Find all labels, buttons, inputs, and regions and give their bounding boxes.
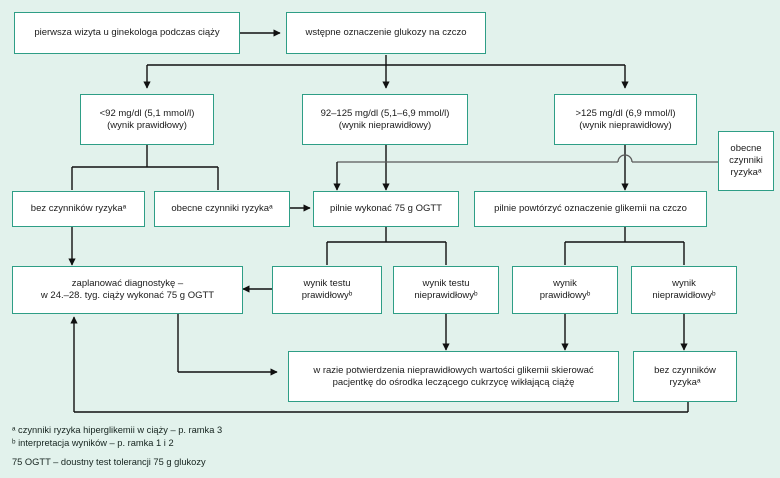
node-refer-patient-line1: w razie potwierdzenia nieprawidłowych wa…: [313, 364, 594, 376]
node-risk-present-side[interactable]: obecne czynniki ryzykaᵃ: [718, 131, 774, 191]
node-result-normal[interactable]: wynik prawidłowyᵇ: [512, 266, 618, 314]
node-first-visit[interactable]: pierwsza wizyta u ginekologa podczas cią…: [14, 12, 240, 54]
node-no-risk-bottom-line1: bez czynników: [654, 364, 716, 376]
node-below-92[interactable]: <92 mg/dl (5,1 mmol/l) (wynik prawidłowy…: [80, 94, 214, 145]
node-below-92-line2: (wynik prawidłowy): [107, 119, 187, 131]
node-range-92-125-line2: (wynik nieprawidłowy): [338, 119, 432, 131]
node-test-normal[interactable]: wynik testu prawidłowyᵇ: [272, 266, 382, 314]
node-no-risk-bottom-line2: ryzykaᵃ: [669, 376, 701, 388]
node-test-abnormal[interactable]: wynik testu nieprawidłowyᵇ: [393, 266, 499, 314]
node-below-92-line1: <92 mg/dl (5,1 mmol/l): [99, 107, 195, 119]
node-no-risk-factors[interactable]: bez czynników ryzykaᵃ: [12, 191, 145, 227]
node-refer-patient[interactable]: w razie potwierdzenia nieprawidłowych wa…: [288, 351, 619, 402]
node-risk-present-side-line3: ryzykaᵃ: [730, 166, 762, 178]
node-risk-present-side-line1: obecne: [730, 143, 762, 155]
footnote-a: ᵃ czynniki ryzyka hiperglikemii w ciąży …: [12, 425, 223, 435]
node-plan-diagnostics-line2: w 24.–28. tyg. ciąży wykonać 75 g OGTT: [40, 290, 215, 301]
node-above-125[interactable]: >125 mg/dl (6,9 mmol/l) (wynik nieprawid…: [554, 94, 697, 145]
node-risk-present-side-line2: czynniki: [729, 155, 763, 167]
node-range-92-125-line1: 92–125 mg/dl (5,1–6,9 mmol/l): [320, 107, 450, 119]
node-result-normal-line1: wynik: [553, 278, 577, 290]
node-result-abnormal[interactable]: wynik nieprawidłowyᵇ: [631, 266, 737, 314]
node-no-risk-bottom[interactable]: bez czynników ryzykaᵃ: [633, 351, 737, 402]
node-first-visit-label: pierwsza wizyta u ginekologa podczas cią…: [34, 27, 220, 39]
node-urgent-ogtt[interactable]: pilnie wykonać 75 g OGTT: [313, 191, 459, 227]
node-above-125-line1: >125 mg/dl (6,9 mmol/l): [575, 107, 676, 119]
node-test-abnormal-line1: wynik testu: [422, 278, 470, 290]
edge-side-risk-to-ogtt: [337, 154, 718, 163]
node-no-risk-factors-label: bez czynników ryzykaᵃ: [30, 203, 127, 215]
node-above-125-line2: (wynik nieprawidłowy): [579, 119, 672, 131]
footnote-b: ᵇ interpretacja wyników – p. ramka 1 i 2: [12, 438, 174, 448]
node-plan-diagnostics[interactable]: zaplanować diagnostykę – w 24.–28. tyg. …: [12, 266, 243, 314]
node-plan-diagnostics-line1: zaplanować diagnostykę –: [71, 278, 184, 290]
node-result-abnormal-line2: nieprawidłowyᵇ: [652, 290, 716, 301]
node-urgent-repeat-fasting[interactable]: pilnie powtórzyć oznaczenie glikemii na …: [474, 191, 707, 227]
node-refer-patient-line2: pacjentkę do ośrodka leczącego cukrzycę …: [332, 376, 575, 388]
node-urgent-ogtt-label: pilnie wykonać 75 g OGTT: [330, 203, 442, 215]
node-range-92-125[interactable]: 92–125 mg/dl (5,1–6,9 mmol/l) (wynik nie…: [302, 94, 468, 145]
node-result-abnormal-line1: wynik: [672, 278, 696, 290]
node-urgent-repeat-fasting-label: pilnie powtórzyć oznaczenie glikemii na …: [494, 203, 687, 215]
node-initial-glucose-label: wstępne oznaczenie glukozy na czczo: [305, 27, 467, 39]
node-initial-glucose[interactable]: wstępne oznaczenie glukozy na czczo: [286, 12, 486, 54]
node-risk-factors-present[interactable]: obecne czynniki ryzykaᵃ: [154, 191, 290, 227]
node-test-abnormal-line2: nieprawidłowyᵇ: [414, 290, 478, 301]
node-result-normal-line2: prawidłowyᵇ: [539, 290, 591, 301]
node-risk-factors-present-label: obecne czynniki ryzykaᵃ: [171, 203, 273, 215]
footnote-abbreviation: 75 OGTT – doustny test tolerancji 75 g g…: [12, 457, 206, 467]
node-test-normal-line1: wynik testu: [303, 278, 351, 290]
node-test-normal-line2: prawidłowyᵇ: [301, 290, 353, 301]
